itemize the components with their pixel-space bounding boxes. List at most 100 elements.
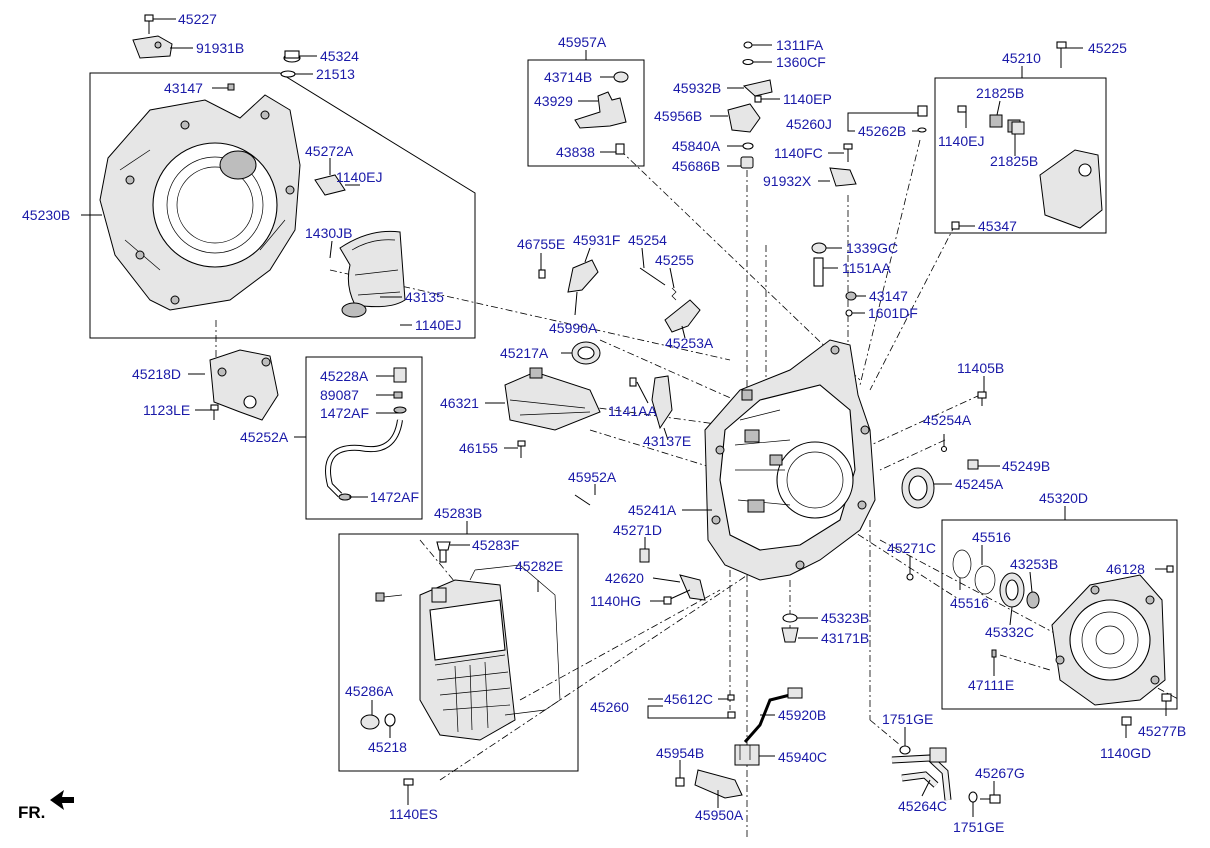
part-label-43838[interactable]: 43838 (556, 144, 595, 160)
part-label-21825B-lower[interactable]: 21825B (990, 153, 1038, 169)
part-label-45267G[interactable]: 45267G (975, 765, 1025, 781)
part-label-45840A[interactable]: 45840A (672, 138, 721, 154)
part-label-45271D[interactable]: 45271D (613, 522, 662, 538)
part-label-1140EP[interactable]: 1140EP (783, 91, 832, 107)
part-label-45320D[interactable]: 45320D (1039, 490, 1088, 506)
part-label-45920B[interactable]: 45920B (778, 707, 826, 723)
part-label-1751GE[interactable]: 1751GE (882, 711, 933, 727)
oil-pan-part (419, 579, 516, 741)
inhibitor-switch-part (727, 41, 773, 169)
part-label-45332C[interactable]: 45332C (985, 624, 1034, 640)
part-label-45218[interactable]: 45218 (368, 739, 407, 755)
part-label-45954B[interactable]: 45954B (656, 745, 704, 761)
part-label-1151AA[interactable]: 1151AA (842, 260, 891, 276)
part-label-45225[interactable]: 45225 (1088, 40, 1127, 56)
part-label-45283B[interactable]: 45283B (434, 505, 482, 521)
gasket-1751GEb (968, 791, 978, 803)
part-label-45277B[interactable]: 45277B (1138, 723, 1186, 739)
part-label-45686B[interactable]: 45686B (672, 158, 720, 174)
part-label-45347[interactable]: 45347 (978, 218, 1017, 234)
part-label-45286A[interactable]: 45286A (345, 683, 394, 699)
part-label-45271C[interactable]: 45271C (887, 540, 936, 556)
part-label-45264C[interactable]: 45264C (898, 798, 947, 814)
part-label-1360CF[interactable]: 1360CF (776, 54, 826, 70)
part-label-1311FA[interactable]: 1311FA (776, 37, 824, 53)
part-label-45254[interactable]: 45254 (628, 232, 667, 248)
part-label-45249B[interactable]: 45249B (1002, 458, 1050, 474)
part-label-45228A[interactable]: 45228A (320, 368, 369, 384)
part-label-45245A[interactable]: 45245A (955, 476, 1004, 492)
part-label-91931B[interactable]: 91931B (196, 40, 244, 56)
part-label-21825B[interactable]: 21825B (976, 85, 1024, 101)
part-label-43171B[interactable]: 43171B (821, 630, 869, 646)
part-label-45241A[interactable]: 45241A (628, 502, 677, 518)
part-label-45952A[interactable]: 45952A (568, 469, 617, 485)
part-label-1140EJ[interactable]: 1140EJ (336, 169, 382, 185)
part-label-1140EJ-right[interactable]: 1140EJ (938, 133, 984, 149)
part-label-45950A[interactable]: 45950A (695, 807, 744, 823)
part-label-45260[interactable]: 45260 (590, 699, 629, 715)
oil-pan-group-box (338, 533, 579, 772)
part-label-1140FC[interactable]: 1140FC (774, 145, 823, 161)
part-label-45255[interactable]: 45255 (655, 252, 694, 268)
part-label-1430JB[interactable]: 1430JB (305, 225, 352, 241)
part-label-1123LE[interactable]: 1123LE (143, 402, 190, 418)
part-label-43147[interactable]: 43147 (164, 80, 203, 96)
part-label-45262B[interactable]: 45262B (858, 123, 906, 139)
part-label-1751GE-lower[interactable]: 1751GE (953, 819, 1004, 835)
part-label-45957A[interactable]: 45957A (558, 34, 607, 50)
part-label-45253A[interactable]: 45253A (665, 335, 714, 351)
part-label-45217A[interactable]: 45217A (500, 345, 549, 361)
mount-bracket-part (957, 105, 1103, 229)
part-label-45218D[interactable]: 45218D (132, 366, 181, 382)
part-label-1472AF[interactable]: 1472AF (320, 405, 369, 421)
part-label-45283F[interactable]: 45283F (472, 537, 519, 553)
part-label-45230B[interactable]: 45230B (22, 207, 70, 223)
part-label-46128[interactable]: 46128 (1106, 561, 1145, 577)
part-label-45254A[interactable]: 45254A (923, 412, 972, 428)
part-label-46155[interactable]: 46155 (459, 440, 498, 456)
part-label-1141AA[interactable]: 1141AA (608, 403, 657, 419)
part-label-46321[interactable]: 46321 (440, 395, 479, 411)
part-label-45210[interactable]: 45210 (1002, 50, 1041, 66)
part-label-1339GC[interactable]: 1339GC (846, 240, 898, 256)
part-label-1472AF-lower[interactable]: 1472AF (370, 489, 419, 505)
pin-43147a (227, 83, 235, 91)
part-label-45252A[interactable]: 45252A (240, 429, 289, 445)
part-label-1140GD[interactable]: 1140GD (1100, 745, 1151, 761)
part-label-45932B[interactable]: 45932B (673, 80, 721, 96)
part-label-45516-lower[interactable]: 45516 (950, 595, 989, 611)
part-label-43137E[interactable]: 43137E (643, 433, 691, 449)
part-label-45516[interactable]: 45516 (972, 529, 1011, 545)
part-label-11405B[interactable]: 11405B (957, 360, 1004, 376)
part-label-1140EJ-lower[interactable]: 1140EJ (415, 317, 461, 333)
part-label-45324[interactable]: 45324 (320, 48, 359, 64)
part-label-47111E[interactable]: 47111E (968, 677, 1014, 693)
part-label-43135[interactable]: 43135 (405, 289, 444, 305)
oil-pipe-part (325, 367, 407, 501)
part-label-21513[interactable]: 21513 (316, 66, 355, 82)
part-label-89087[interactable]: 89087 (320, 387, 359, 403)
part-label-45272A[interactable]: 45272A (305, 143, 354, 159)
part-label-43929[interactable]: 43929 (534, 93, 573, 109)
part-label-45282E[interactable]: 45282E (515, 558, 563, 574)
part-label-45227[interactable]: 45227 (178, 11, 217, 27)
part-label-43253B[interactable]: 43253B (1010, 556, 1058, 572)
part-label-1601DF[interactable]: 1601DF (868, 305, 918, 321)
part-label-45260J[interactable]: 45260J (786, 116, 832, 132)
part-label-45940C[interactable]: 45940C (778, 749, 827, 765)
part-label-45612C[interactable]: 45612C (664, 691, 713, 707)
part-label-43147-center[interactable]: 43147 (869, 288, 908, 304)
bolt-45347 (951, 221, 960, 230)
part-label-45323B[interactable]: 45323B (821, 610, 869, 626)
part-label-45990A[interactable]: 45990A (549, 320, 598, 336)
part-label-45931F[interactable]: 45931F (573, 232, 620, 248)
part-label-91932X[interactable]: 91932X (763, 173, 812, 189)
part-label-1140HG[interactable]: 1140HG (590, 593, 641, 609)
part-label-1140ES[interactable]: 1140ES (389, 806, 438, 822)
part-label-42620[interactable]: 42620 (605, 570, 644, 586)
part-label-45956B[interactable]: 45956B (654, 108, 702, 124)
part-label-46755E[interactable]: 46755E (517, 236, 565, 252)
part-label-43714B[interactable]: 43714B (544, 69, 592, 85)
